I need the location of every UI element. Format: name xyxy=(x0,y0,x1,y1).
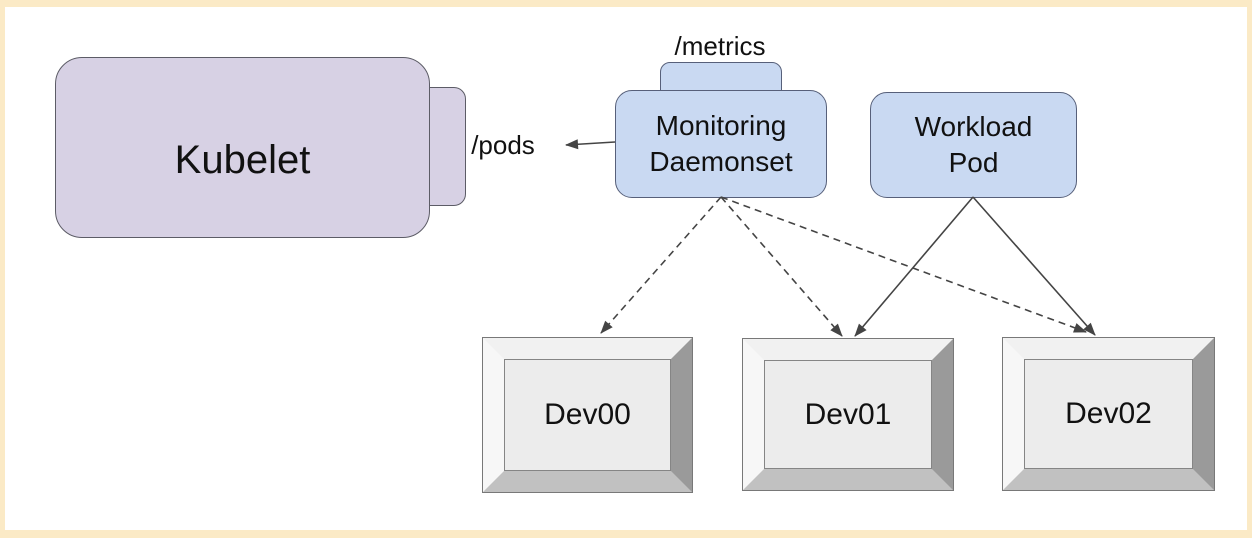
edge-monitoring-to-dev02 xyxy=(720,196,1087,333)
kubelet-label: Kubelet xyxy=(174,138,311,183)
edge-monitoring-to-pods-arrow xyxy=(565,139,616,150)
edge-monitoring-to-dev01 xyxy=(720,196,843,337)
device-node-dev00: Dev00 xyxy=(482,337,693,493)
device-label: Dev01 xyxy=(804,397,892,431)
diagram-canvas: Kubelet /pods /metrics Monitoring Daemon… xyxy=(5,7,1247,530)
device-face: Dev01 xyxy=(764,360,932,469)
edge-workload-to-dev02 xyxy=(972,196,1096,336)
workload-pod-node: Workload Pod xyxy=(870,92,1077,198)
pods-endpoint-label: /pods xyxy=(471,130,535,160)
device-face: Dev00 xyxy=(504,359,671,471)
metrics-endpoint-label: /metrics xyxy=(674,31,766,61)
device-label: Dev00 xyxy=(544,398,631,431)
monitoring-daemonset-node: Monitoring Daemonset xyxy=(615,90,827,198)
device-node-dev01: Dev01 xyxy=(742,338,954,491)
edge-workload-to-dev01 xyxy=(854,196,974,337)
device-face: Dev02 xyxy=(1024,359,1193,469)
kubelet-node: Kubelet xyxy=(55,57,430,238)
device-label: Dev02 xyxy=(1065,397,1152,430)
monitoring-daemonset-label: Monitoring Daemonset xyxy=(649,110,793,177)
edge-monitoring-to-dev00 xyxy=(600,196,722,334)
workload-pod-label: Workload Pod xyxy=(914,111,1033,178)
device-node-dev02: Dev02 xyxy=(1002,337,1215,491)
